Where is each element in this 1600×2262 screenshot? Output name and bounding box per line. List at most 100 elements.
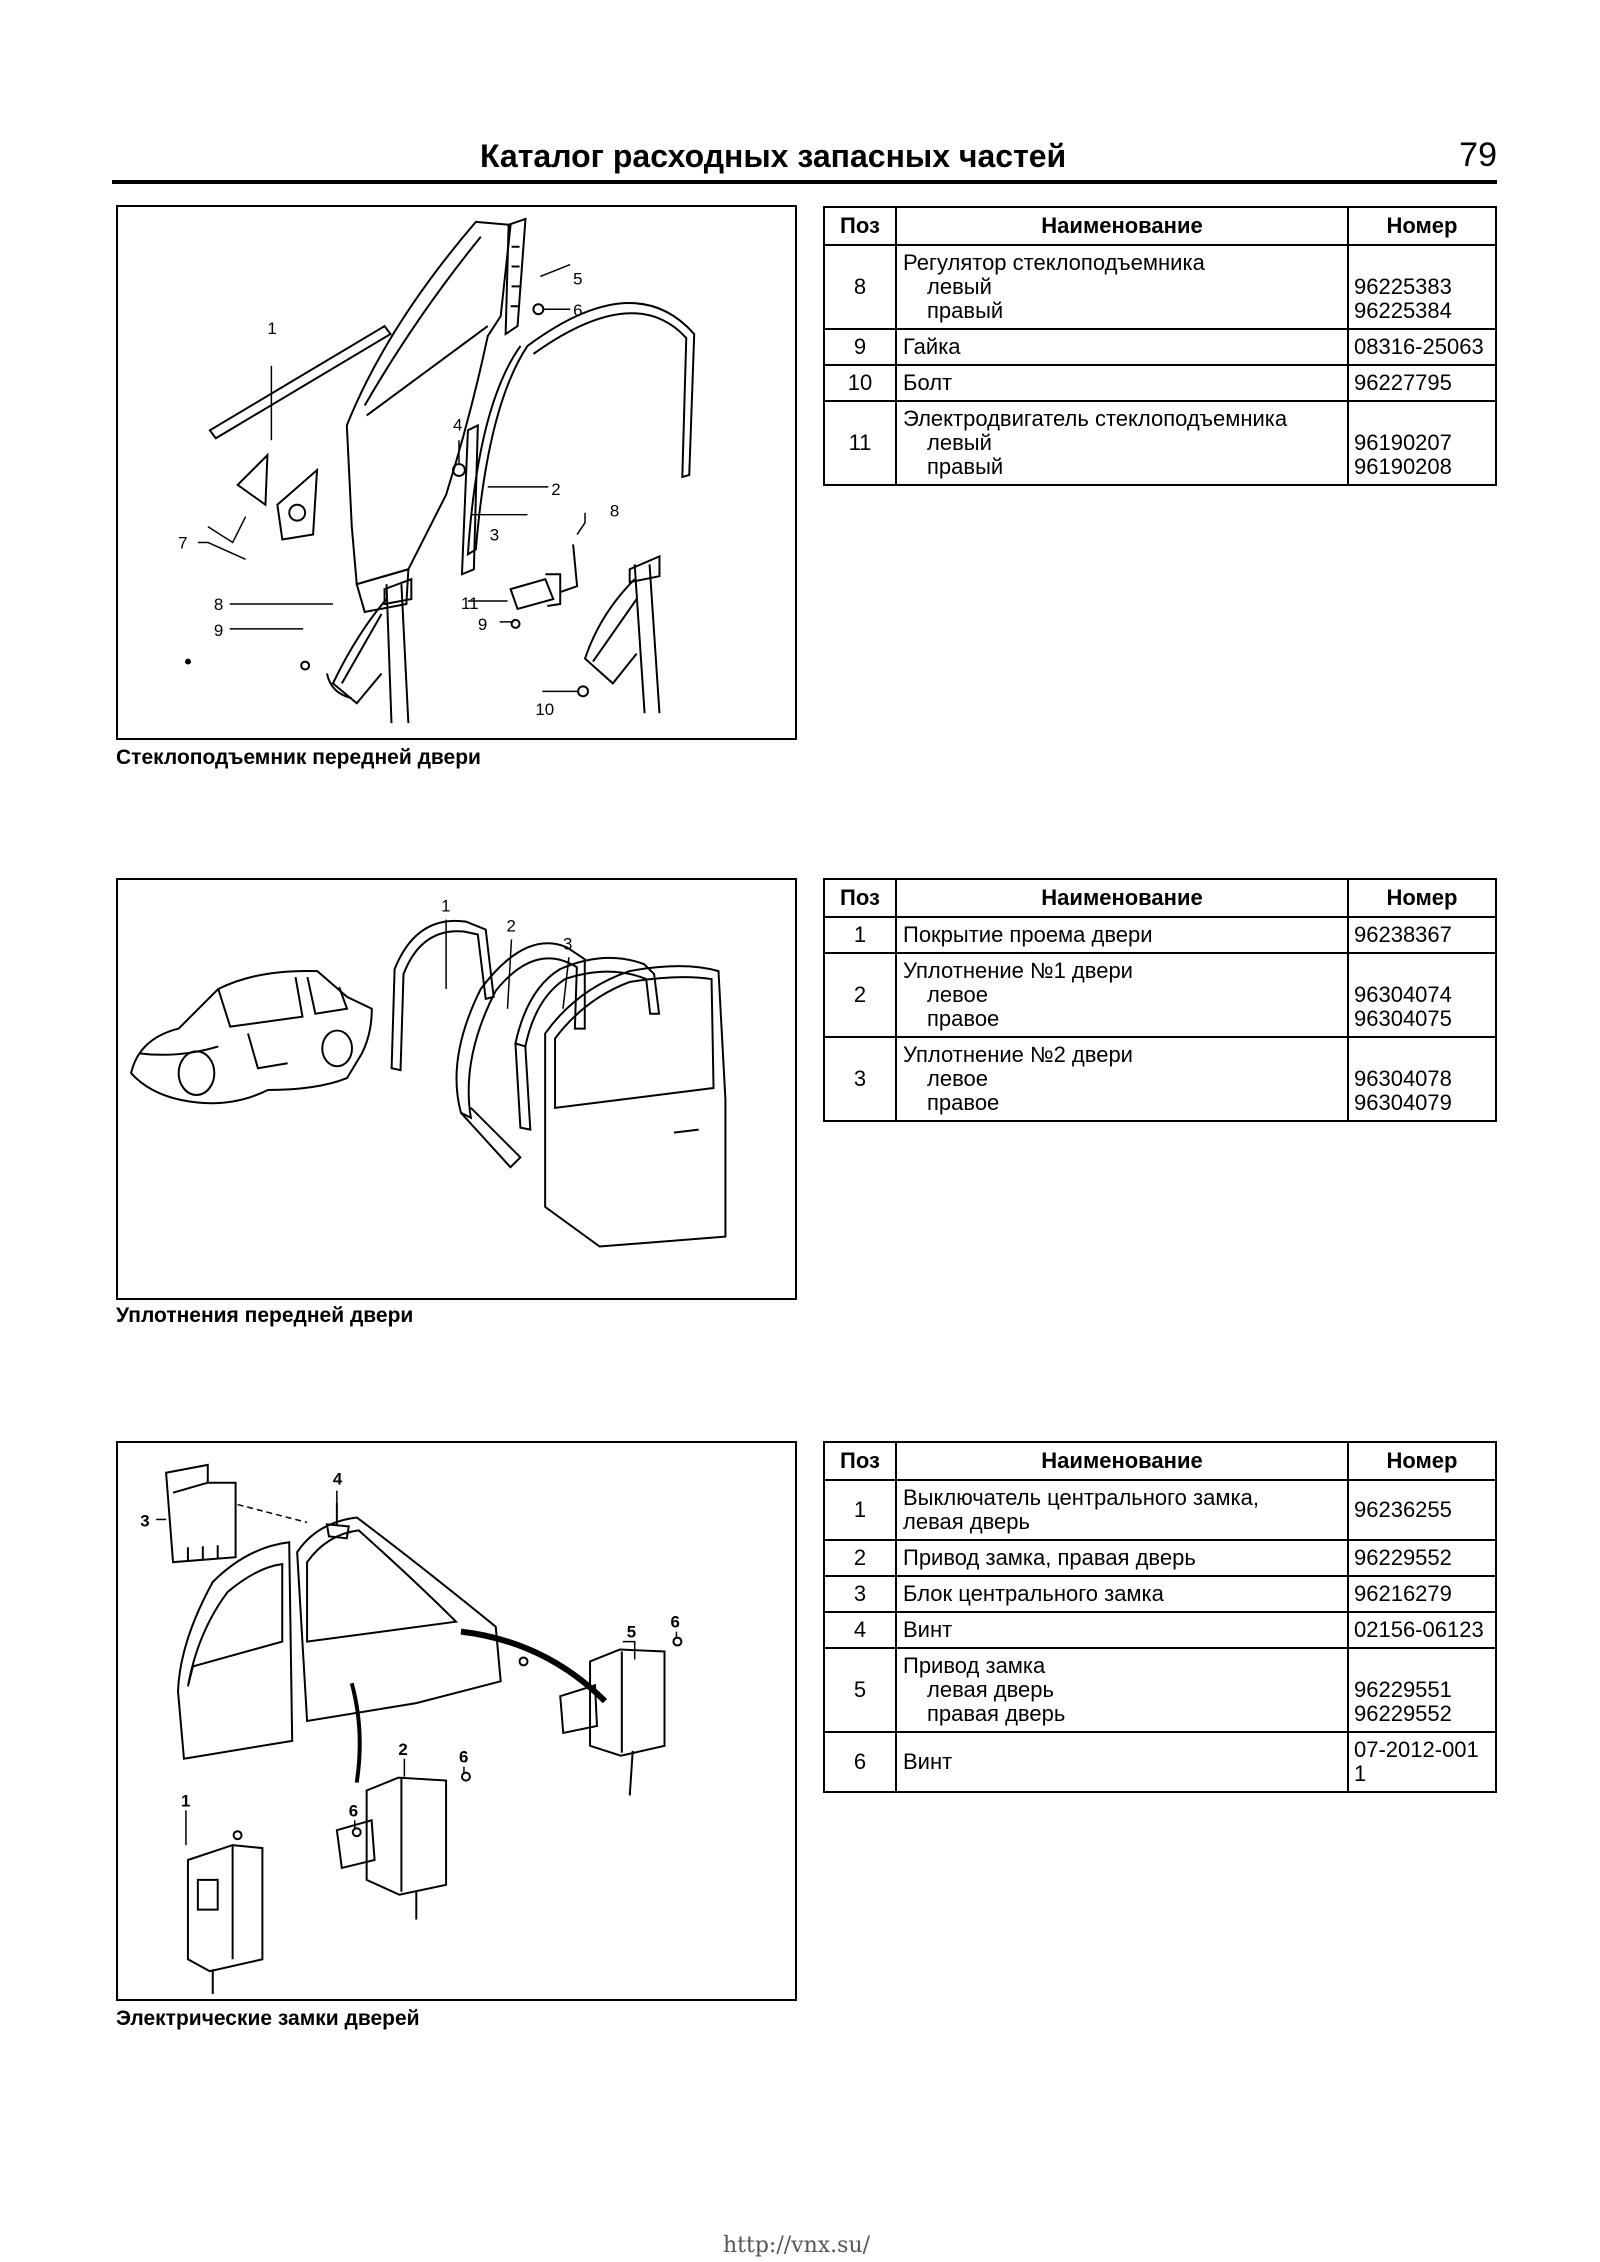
callout-8-left: 8 <box>214 595 223 614</box>
pos-cell: 6 <box>823 1731 897 1793</box>
callout-5: 5 <box>573 269 582 288</box>
callout-3: 3 <box>490 525 499 544</box>
column-header-name: Наименование <box>895 878 1349 918</box>
pos-cell: 9 <box>823 328 897 366</box>
name-cell: Гайка <box>895 328 1349 366</box>
pos-cell: 3 <box>823 1575 897 1613</box>
callout-5: 5 <box>627 1623 636 1642</box>
footer-url: http://vnx.su/ <box>723 2233 871 2258</box>
callout-2: 2 <box>551 480 560 499</box>
caption-door-seals: Уплотнения передней двери <box>116 1304 414 1327</box>
pos-cell: 1 <box>823 1479 897 1541</box>
callout-6-right: 6 <box>670 1613 679 1632</box>
door-locks-diagram: 3 4 5 6 2 6 1 6 <box>116 1441 797 2001</box>
callout-7: 7 <box>178 533 187 552</box>
number-cell: 96304078 96304079 <box>1347 1036 1497 1122</box>
number-cell: 96227795 <box>1347 364 1497 402</box>
page-title: Каталог расходных запасных частей <box>480 138 1067 174</box>
table-header-row: Поз Наименование Номер <box>823 878 1497 918</box>
parts-table-window-regulator: Поз Наименование Номер 8 Регулятор стекл… <box>823 206 1497 486</box>
table-row: 11 Электродвигатель стеклоподъемника лев… <box>823 400 1497 486</box>
callout-2: 2 <box>398 1740 407 1759</box>
callout-1: 1 <box>441 897 450 916</box>
number-cell: 02156-06123 <box>1347 1611 1497 1649</box>
page-number: 79 <box>1459 136 1497 174</box>
callout-11: 11 <box>461 594 479 613</box>
name-cell: Привод замка, правая дверь <box>895 1539 1349 1577</box>
parts-table-door-seals: Поз Наименование Номер 1 Покрытие проема… <box>823 878 1497 1122</box>
name-cell: Привод замка левая дверь правая дверь <box>895 1647 1349 1733</box>
table-row: 4 Винт 02156-06123 <box>823 1611 1497 1649</box>
pos-cell: 1 <box>823 916 897 954</box>
table-row: 6 Винт 07-2012-0011 <box>823 1731 1497 1793</box>
name-cell: Выключатель центрального замка, левая дв… <box>895 1479 1349 1541</box>
callout-6: 6 <box>573 301 582 320</box>
table-row: 8 Регулятор стеклоподъемника левый правы… <box>823 244 1497 330</box>
callout-1: 1 <box>181 1791 190 1810</box>
column-header-number: Номер <box>1347 206 1497 246</box>
column-header-pos: Поз <box>823 206 897 246</box>
pos-cell: 3 <box>823 1036 897 1122</box>
number-cell: 96238367 <box>1347 916 1497 954</box>
name-cell: Уплотнение №1 двери левое правое <box>895 952 1349 1038</box>
number-cell: 96190207 96190208 <box>1347 400 1497 486</box>
callout-9-left: 9 <box>214 621 223 640</box>
name-cell: Регулятор стеклоподъемника левый правый <box>895 244 1349 330</box>
pos-cell: 4 <box>823 1611 897 1649</box>
callout-6-left: 6 <box>349 1801 358 1820</box>
name-cell: Блок центрального замка <box>895 1575 1349 1613</box>
column-header-name: Наименование <box>895 206 1349 246</box>
callout-3: 3 <box>563 934 572 953</box>
number-cell: 96229551 96229552 <box>1347 1647 1497 1733</box>
table-header-row: Поз Наименование Номер <box>823 206 1497 246</box>
table-row: 9 Гайка 08316-25063 <box>823 328 1497 366</box>
callout-3: 3 <box>140 1511 149 1530</box>
table-row: 10 Болт 96227795 <box>823 364 1497 402</box>
pos-cell: 2 <box>823 1539 897 1577</box>
table-row: 2 Привод замка, правая дверь 96229552 <box>823 1539 1497 1577</box>
table-row: 5 Привод замка левая дверь правая дверь … <box>823 1647 1497 1733</box>
pos-cell: 11 <box>823 400 897 486</box>
window-regulator-diagram: 1 5 6 4 2 8 3 7 11 9 8 9 10 <box>116 205 797 740</box>
name-cell: Болт <box>895 364 1349 402</box>
number-cell: 07-2012-0011 <box>1347 1731 1497 1793</box>
column-header-pos: Поз <box>823 878 897 918</box>
name-cell: Винт <box>895 1731 1349 1793</box>
callout-6-middle: 6 <box>459 1748 468 1767</box>
number-cell: 96225383 96225384 <box>1347 244 1497 330</box>
door-seals-diagram: 1 2 3 <box>116 878 797 1300</box>
number-cell: 96216279 <box>1347 1575 1497 1613</box>
number-cell: 96304074 96304075 <box>1347 952 1497 1038</box>
page-header: Каталог расходных запасных частей 79 <box>112 128 1497 184</box>
callout-2: 2 <box>507 917 516 936</box>
column-header-number: Номер <box>1347 1441 1497 1481</box>
pos-cell: 8 <box>823 244 897 330</box>
number-cell: 08316-25063 <box>1347 328 1497 366</box>
name-cell: Уплотнение №2 двери левое правое <box>895 1036 1349 1122</box>
caption-door-locks: Электрические замки дверей <box>116 2007 420 2030</box>
callout-9-right: 9 <box>478 615 487 634</box>
name-cell: Винт <box>895 1611 1349 1649</box>
column-header-name: Наименование <box>895 1441 1349 1481</box>
pos-cell: 5 <box>823 1647 897 1733</box>
name-cell: Покрытие проема двери <box>895 916 1349 954</box>
table-row: 3 Уплотнение №2 двери левое правое 96304… <box>823 1036 1497 1122</box>
name-cell: Электродвигатель стеклоподъемника левый … <box>895 400 1349 486</box>
number-cell: 96236255 <box>1347 1479 1497 1541</box>
table-row: 3 Блок центрального замка 96216279 <box>823 1575 1497 1613</box>
callout-10: 10 <box>535 700 554 719</box>
callout-4: 4 <box>333 1470 343 1489</box>
parts-table-door-locks: Поз Наименование Номер 1 Выключатель цен… <box>823 1441 1497 1793</box>
table-row: 1 Выключатель центрального замка, левая … <box>823 1479 1497 1541</box>
callout-4: 4 <box>453 415 462 434</box>
caption-window-regulator: Стеклоподъемник передней двери <box>116 746 481 769</box>
table-header-row: Поз Наименование Номер <box>823 1441 1497 1481</box>
number-cell: 96229552 <box>1347 1539 1497 1577</box>
column-header-number: Номер <box>1347 878 1497 918</box>
column-header-pos: Поз <box>823 1441 897 1481</box>
table-row: 2 Уплотнение №1 двери левое правое 96304… <box>823 952 1497 1038</box>
callout-1: 1 <box>267 319 276 338</box>
table-row: 1 Покрытие проема двери 96238367 <box>823 916 1497 954</box>
pos-cell: 2 <box>823 952 897 1038</box>
callout-8-right: 8 <box>610 502 619 521</box>
